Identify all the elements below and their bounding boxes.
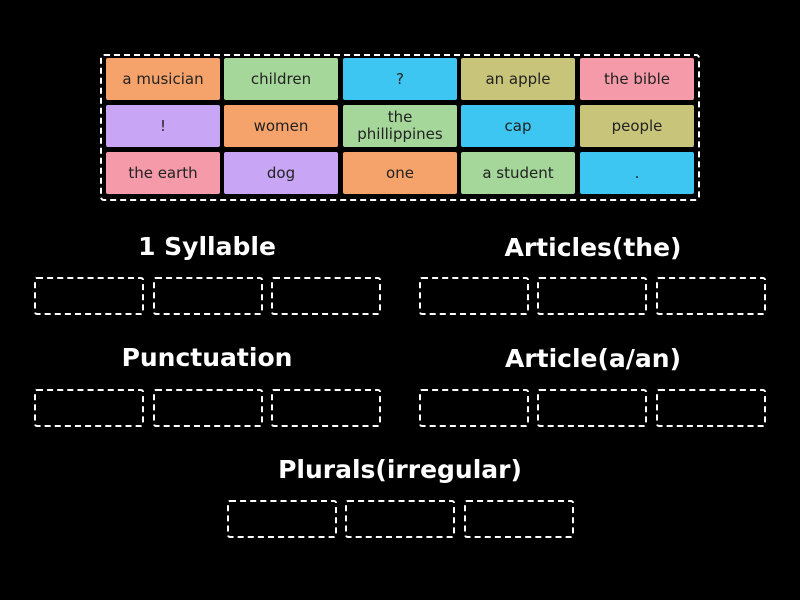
group-title-articles-the: Articles(the) — [504, 233, 682, 262]
drop-slot-plurals-irregular-2[interactable] — [345, 500, 455, 538]
tile-women[interactable]: women — [224, 105, 338, 147]
drop-slot-article-a-an-2[interactable] — [537, 389, 647, 427]
tile-exclamation-mark[interactable]: ! — [106, 105, 220, 147]
drop-slot-one-syllable-3[interactable] — [271, 277, 381, 315]
drop-slot-punctuation-2[interactable] — [153, 389, 263, 427]
tile-people[interactable]: people — [580, 105, 694, 147]
tile-a-student[interactable]: a student — [461, 152, 575, 194]
tile-the-bible[interactable]: the bible — [580, 58, 694, 100]
group-title-plurals-irregular: Plurals(irregular) — [278, 455, 522, 484]
tile-the-phillippines[interactable]: the phillippines — [343, 105, 457, 147]
drop-slot-article-a-an-1[interactable] — [419, 389, 529, 427]
tile-children[interactable]: children — [224, 58, 338, 100]
group-title-article-a-an: Article(a/an) — [504, 344, 682, 373]
tile-bank — [100, 54, 700, 201]
drop-slot-articles-the-2[interactable] — [537, 277, 647, 315]
tile-the-earth[interactable]: the earth — [106, 152, 220, 194]
tile-one[interactable]: one — [343, 152, 457, 194]
drop-slot-one-syllable-1[interactable] — [34, 277, 144, 315]
tile-a-musician[interactable]: a musician — [106, 58, 220, 100]
drop-slot-plurals-irregular-1[interactable] — [227, 500, 337, 538]
drop-slot-article-a-an-3[interactable] — [656, 389, 766, 427]
tile-question-mark[interactable]: ? — [343, 58, 457, 100]
tile-cap[interactable]: cap — [461, 105, 575, 147]
drop-slot-punctuation-3[interactable] — [271, 389, 381, 427]
drop-slot-one-syllable-2[interactable] — [153, 277, 263, 315]
group-title-punctuation: Punctuation — [121, 343, 293, 372]
drop-slot-punctuation-1[interactable] — [34, 389, 144, 427]
drop-slot-articles-the-1[interactable] — [419, 277, 529, 315]
tile-an-apple[interactable]: an apple — [461, 58, 575, 100]
tile-period[interactable]: . — [580, 152, 694, 194]
tile-dog[interactable]: dog — [224, 152, 338, 194]
drop-slot-articles-the-3[interactable] — [656, 277, 766, 315]
drop-slot-plurals-irregular-3[interactable] — [464, 500, 574, 538]
group-title-one-syllable: 1 Syllable — [138, 232, 276, 261]
